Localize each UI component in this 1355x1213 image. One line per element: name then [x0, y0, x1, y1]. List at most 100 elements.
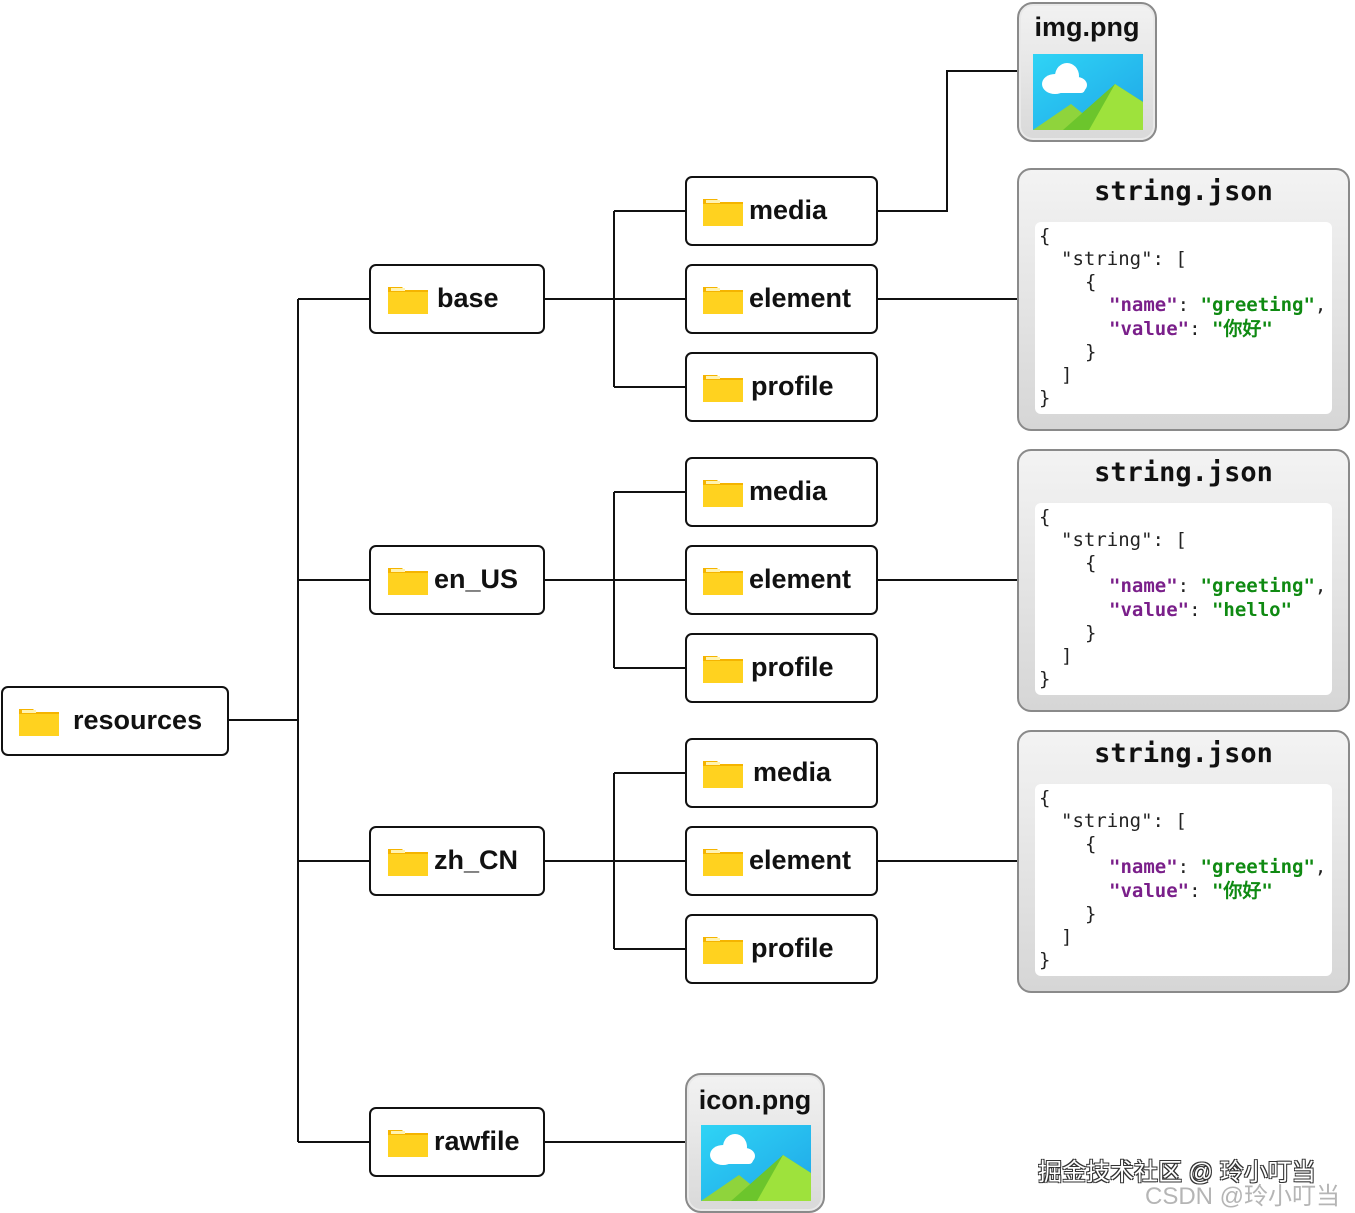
folder-label: media: [749, 195, 828, 225]
folder-zh-cn-media[interactable]: media: [685, 738, 878, 808]
folder-icon: [703, 480, 743, 507]
json-punct: :: [1177, 575, 1201, 597]
json-line: {: [1039, 225, 1051, 247]
json-line: "name": "greeting",: [1109, 294, 1326, 317]
json-line: }: [1039, 668, 1051, 690]
folder-icon: [388, 849, 428, 876]
json-punct: :: [1177, 856, 1201, 878]
folder-base-element[interactable]: element: [685, 264, 878, 334]
json-line: {: [1085, 833, 1097, 855]
folder-icon: [388, 1130, 428, 1157]
json-card-title: string.json: [1094, 176, 1273, 207]
json-punct: :: [1189, 599, 1212, 621]
json-line: "value": "你好": [1109, 880, 1273, 903]
json-card-title: string.json: [1094, 738, 1273, 769]
folder-icon: [703, 199, 743, 226]
folder-icon: [703, 375, 743, 402]
folder-icon: [703, 287, 743, 314]
json-string: "你好": [1211, 880, 1273, 902]
folder-base-media[interactable]: media: [685, 176, 878, 246]
folder-label: zh_CN: [434, 845, 519, 875]
folder-icon: [388, 568, 428, 595]
json-string: "你好": [1211, 318, 1273, 340]
json-card-en-us[interactable]: string.json { "string": [ { "name": "gre…: [1017, 449, 1350, 712]
json-line: ]: [1061, 364, 1073, 386]
file-img-png[interactable]: img.png: [1017, 2, 1157, 142]
folder-en-us-profile[interactable]: profile: [685, 633, 878, 703]
image-icon: [701, 1125, 811, 1201]
folder-label: profile: [751, 933, 834, 963]
json-card-title: string.json: [1094, 457, 1273, 488]
folder-rawfile[interactable]: rawfile: [369, 1107, 545, 1177]
folder-base-profile[interactable]: profile: [685, 352, 878, 422]
folder-label: element: [749, 845, 852, 875]
folder-zh-cn-profile[interactable]: profile: [685, 914, 878, 984]
json-code: { "string": [ { "name": "greeting", "val…: [1035, 222, 1332, 414]
json-card-zh-cn[interactable]: string.json { "string": [ { "name": "gre…: [1017, 730, 1350, 993]
folder-icon: [19, 709, 59, 736]
json-code: { "string": [ { "name": "greeting", "val…: [1035, 503, 1332, 695]
folder-label: resources: [73, 705, 203, 735]
folder-en-us[interactable]: en_US: [369, 545, 545, 615]
folder-label: element: [749, 283, 852, 313]
folder-en-us-media[interactable]: media: [685, 457, 878, 527]
json-line: {: [1085, 271, 1097, 293]
json-line: "name": "greeting",: [1109, 856, 1326, 879]
watermark-juejin: 掘金技术社区 @ 玲小叮当: [1038, 1159, 1316, 1186]
folder-base[interactable]: base: [369, 264, 545, 334]
folder-label: element: [749, 564, 852, 594]
folder-label: profile: [751, 371, 834, 401]
folder-zh-cn-element[interactable]: element: [685, 826, 878, 896]
json-key: "value": [1109, 599, 1190, 621]
json-string: "greeting": [1200, 575, 1315, 597]
json-line: }: [1085, 341, 1097, 363]
json-string: "greeting": [1200, 856, 1315, 878]
folder-en-us-element[interactable]: element: [685, 545, 878, 615]
json-line: }: [1085, 622, 1097, 644]
json-card-base[interactable]: string.json { "string": [ { "name": "gre…: [1017, 168, 1350, 431]
json-key: "name": [1109, 294, 1178, 316]
folder-icon: [703, 937, 743, 964]
json-line: {: [1039, 787, 1051, 809]
json-punct: ,: [1314, 294, 1327, 316]
json-punct: : [: [1152, 529, 1187, 551]
json-string: "hello": [1211, 599, 1293, 621]
json-key: "value": [1109, 880, 1190, 902]
json-punct: ,: [1314, 575, 1327, 597]
json-key: "string": [1061, 810, 1153, 832]
json-line: }: [1039, 387, 1051, 409]
json-line: "value": "hello": [1109, 599, 1292, 622]
folder-icon: [703, 761, 743, 788]
json-string: "greeting": [1200, 294, 1315, 316]
folder-label: media: [749, 476, 828, 506]
json-code: { "string": [ { "name": "greeting", "val…: [1035, 784, 1332, 976]
json-key: "string": [1061, 248, 1153, 270]
json-key: "name": [1109, 856, 1178, 878]
watermark-csdn: CSDN @玲小叮当: [1145, 1183, 1341, 1210]
json-punct: : [: [1152, 248, 1187, 270]
folder-icon: [703, 568, 743, 595]
json-punct: ,: [1314, 856, 1327, 878]
json-line: "value": "你好": [1109, 318, 1273, 341]
folder-icon: [703, 849, 743, 876]
json-punct: :: [1189, 318, 1212, 340]
json-punct: : [: [1152, 810, 1187, 832]
folder-resources[interactable]: resources: [1, 686, 229, 756]
folder-label: base: [437, 283, 499, 313]
json-line: "string": [: [1061, 529, 1187, 552]
json-punct: :: [1189, 880, 1212, 902]
folder-label: media: [753, 757, 832, 787]
folder-icon: [703, 656, 743, 683]
json-line: }: [1085, 903, 1097, 925]
json-punct: :: [1177, 294, 1201, 316]
json-key: "string": [1061, 529, 1153, 551]
json-line: {: [1085, 552, 1097, 574]
json-line: "string": [: [1061, 248, 1187, 271]
json-key: "value": [1109, 318, 1190, 340]
file-name: icon.png: [698, 1085, 812, 1115]
folder-label: en_US: [434, 564, 519, 594]
json-line: ]: [1061, 645, 1073, 667]
folder-zh-cn[interactable]: zh_CN: [369, 826, 545, 896]
file-icon-png[interactable]: icon.png: [685, 1073, 825, 1213]
